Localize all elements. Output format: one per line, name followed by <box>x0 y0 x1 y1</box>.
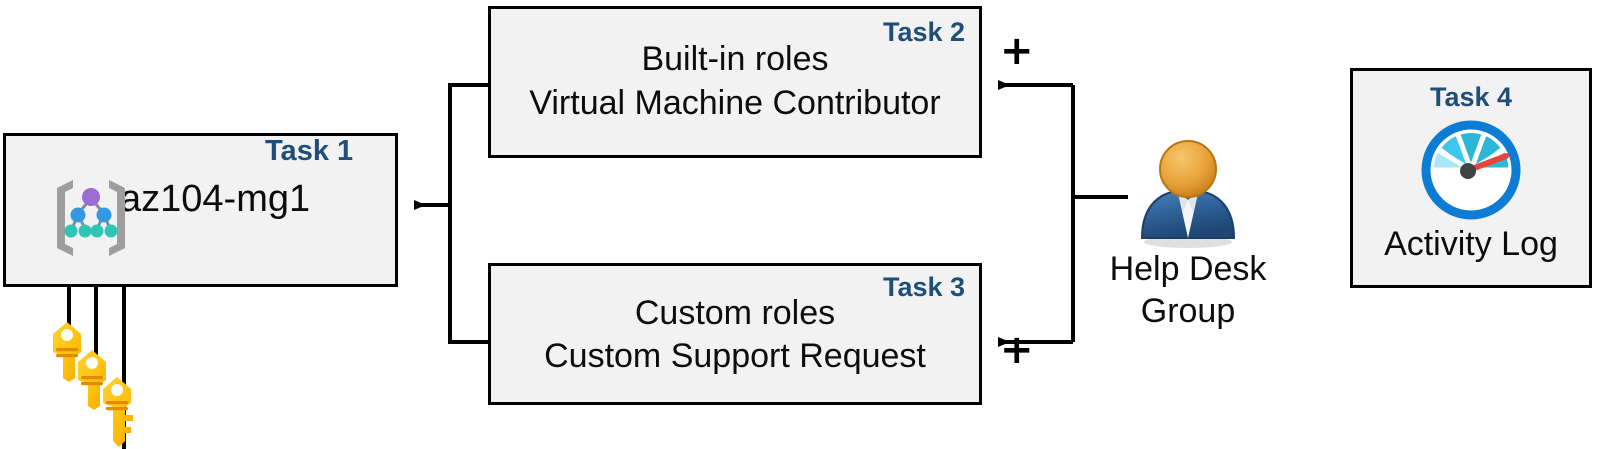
mg-root-node <box>82 188 100 206</box>
task3-label: Task 3 <box>883 272 966 302</box>
helpdesk-label-line1: Help Desk <box>1109 250 1267 288</box>
gauge-hub <box>1460 163 1476 179</box>
mg-leaf-1 <box>64 224 78 238</box>
key-3 <box>103 377 133 447</box>
mg-mid-node-left <box>70 207 86 223</box>
gauge-icon <box>1421 120 1521 220</box>
user-group-icon <box>1140 140 1236 248</box>
task2-line1: Built-in roles <box>641 40 829 78</box>
mg-leaf-3 <box>90 224 104 238</box>
task3-box[interactable] <box>488 263 982 405</box>
task2-label: Task 2 <box>883 17 966 47</box>
plus-icon-bottom: + <box>1000 327 1034 373</box>
task4-label: Task 4 <box>1429 82 1513 112</box>
mg-leaf-2 <box>78 224 92 238</box>
key-1 <box>53 322 81 382</box>
task3-line1: Custom roles <box>634 294 836 332</box>
task3-line2: Custom Support Request <box>544 337 926 375</box>
helpdesk-label-line2: Group <box>1140 292 1236 330</box>
task1-label: Task 1 <box>265 135 354 167</box>
task2-box[interactable] <box>488 6 982 158</box>
task2-line2: Virtual Machine Contributor <box>529 84 941 122</box>
mg-mid-node-right <box>96 207 112 223</box>
task4-resource-name: Activity Log <box>1384 225 1558 263</box>
plus-icon-top: + <box>1000 28 1034 74</box>
management-group-icon <box>57 180 125 256</box>
mg-leaf-4 <box>104 224 118 238</box>
left-bracket-connector <box>414 83 488 344</box>
task1-resource-name: az104-mg1 <box>120 178 311 220</box>
key-2 <box>78 350 106 410</box>
task1-box[interactable] <box>3 133 398 287</box>
keys-icon <box>53 322 133 447</box>
